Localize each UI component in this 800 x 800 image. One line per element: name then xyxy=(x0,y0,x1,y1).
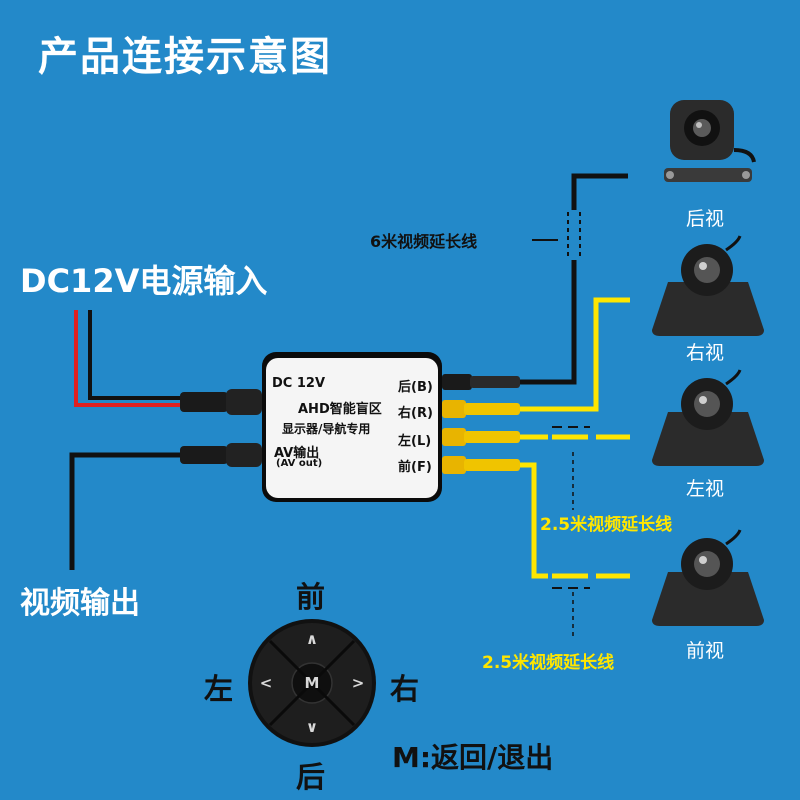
port-front: 前(F) xyxy=(398,460,432,475)
av-out-cable xyxy=(69,443,262,570)
video-output-label: 视频输出 xyxy=(20,586,140,621)
page-title: 产品连接示意图 xyxy=(38,34,332,80)
remote-pad xyxy=(248,619,376,747)
rear-license-camera-icon xyxy=(664,100,756,182)
rear-cable xyxy=(442,173,628,390)
side-camera-icon xyxy=(652,369,764,466)
power-cable xyxy=(74,310,262,415)
remote-down-button[interactable]: ∨ xyxy=(305,718,319,736)
front-cable xyxy=(442,452,630,640)
camera-label-front: 前视 xyxy=(686,640,725,662)
side-camera-icon xyxy=(652,235,764,336)
remote-label-left: 左 xyxy=(204,672,234,706)
camera-label-right: 右视 xyxy=(686,342,725,364)
remote-label-back: 后 xyxy=(296,760,326,794)
camera-label-left: 左视 xyxy=(686,478,725,500)
module-av-out: AV输出 xyxy=(274,446,320,461)
side-extension-label-upper: 2.5米视频延长线 xyxy=(540,515,673,535)
port-left: 左(L) xyxy=(398,434,432,449)
module-line2: 显示器/导航专用 xyxy=(282,422,371,436)
rear-extension-label: 6米视频延长线 xyxy=(370,232,478,251)
module-box xyxy=(262,352,442,502)
right-cable xyxy=(442,297,630,418)
remote-up-button[interactable]: ∧ xyxy=(305,630,319,648)
power-input-label: DC12V电源输入 xyxy=(20,262,268,300)
left-cable xyxy=(442,426,630,446)
module-av-out-en: (AV out) xyxy=(276,458,323,469)
side-extension-label-lower: 2.5米视频延长线 xyxy=(482,653,615,673)
remote-left-button[interactable]: < xyxy=(259,674,273,692)
remote-right-button[interactable]: > xyxy=(351,674,365,692)
remote-label-right: 右 xyxy=(390,672,420,706)
module-line1: AHD智能盲区 xyxy=(298,402,382,417)
side-camera-icon xyxy=(652,529,764,626)
port-rear: 后(B) xyxy=(398,380,433,395)
remote-label-front: 前 xyxy=(296,580,326,614)
port-right: 右(R) xyxy=(398,406,433,421)
camera-label-rear: 后视 xyxy=(686,208,725,230)
remote-m-button[interactable]: M xyxy=(304,674,320,692)
module-voltage: DC 12V xyxy=(272,376,326,391)
remote-m-note: M:返回/退出 xyxy=(392,741,554,774)
